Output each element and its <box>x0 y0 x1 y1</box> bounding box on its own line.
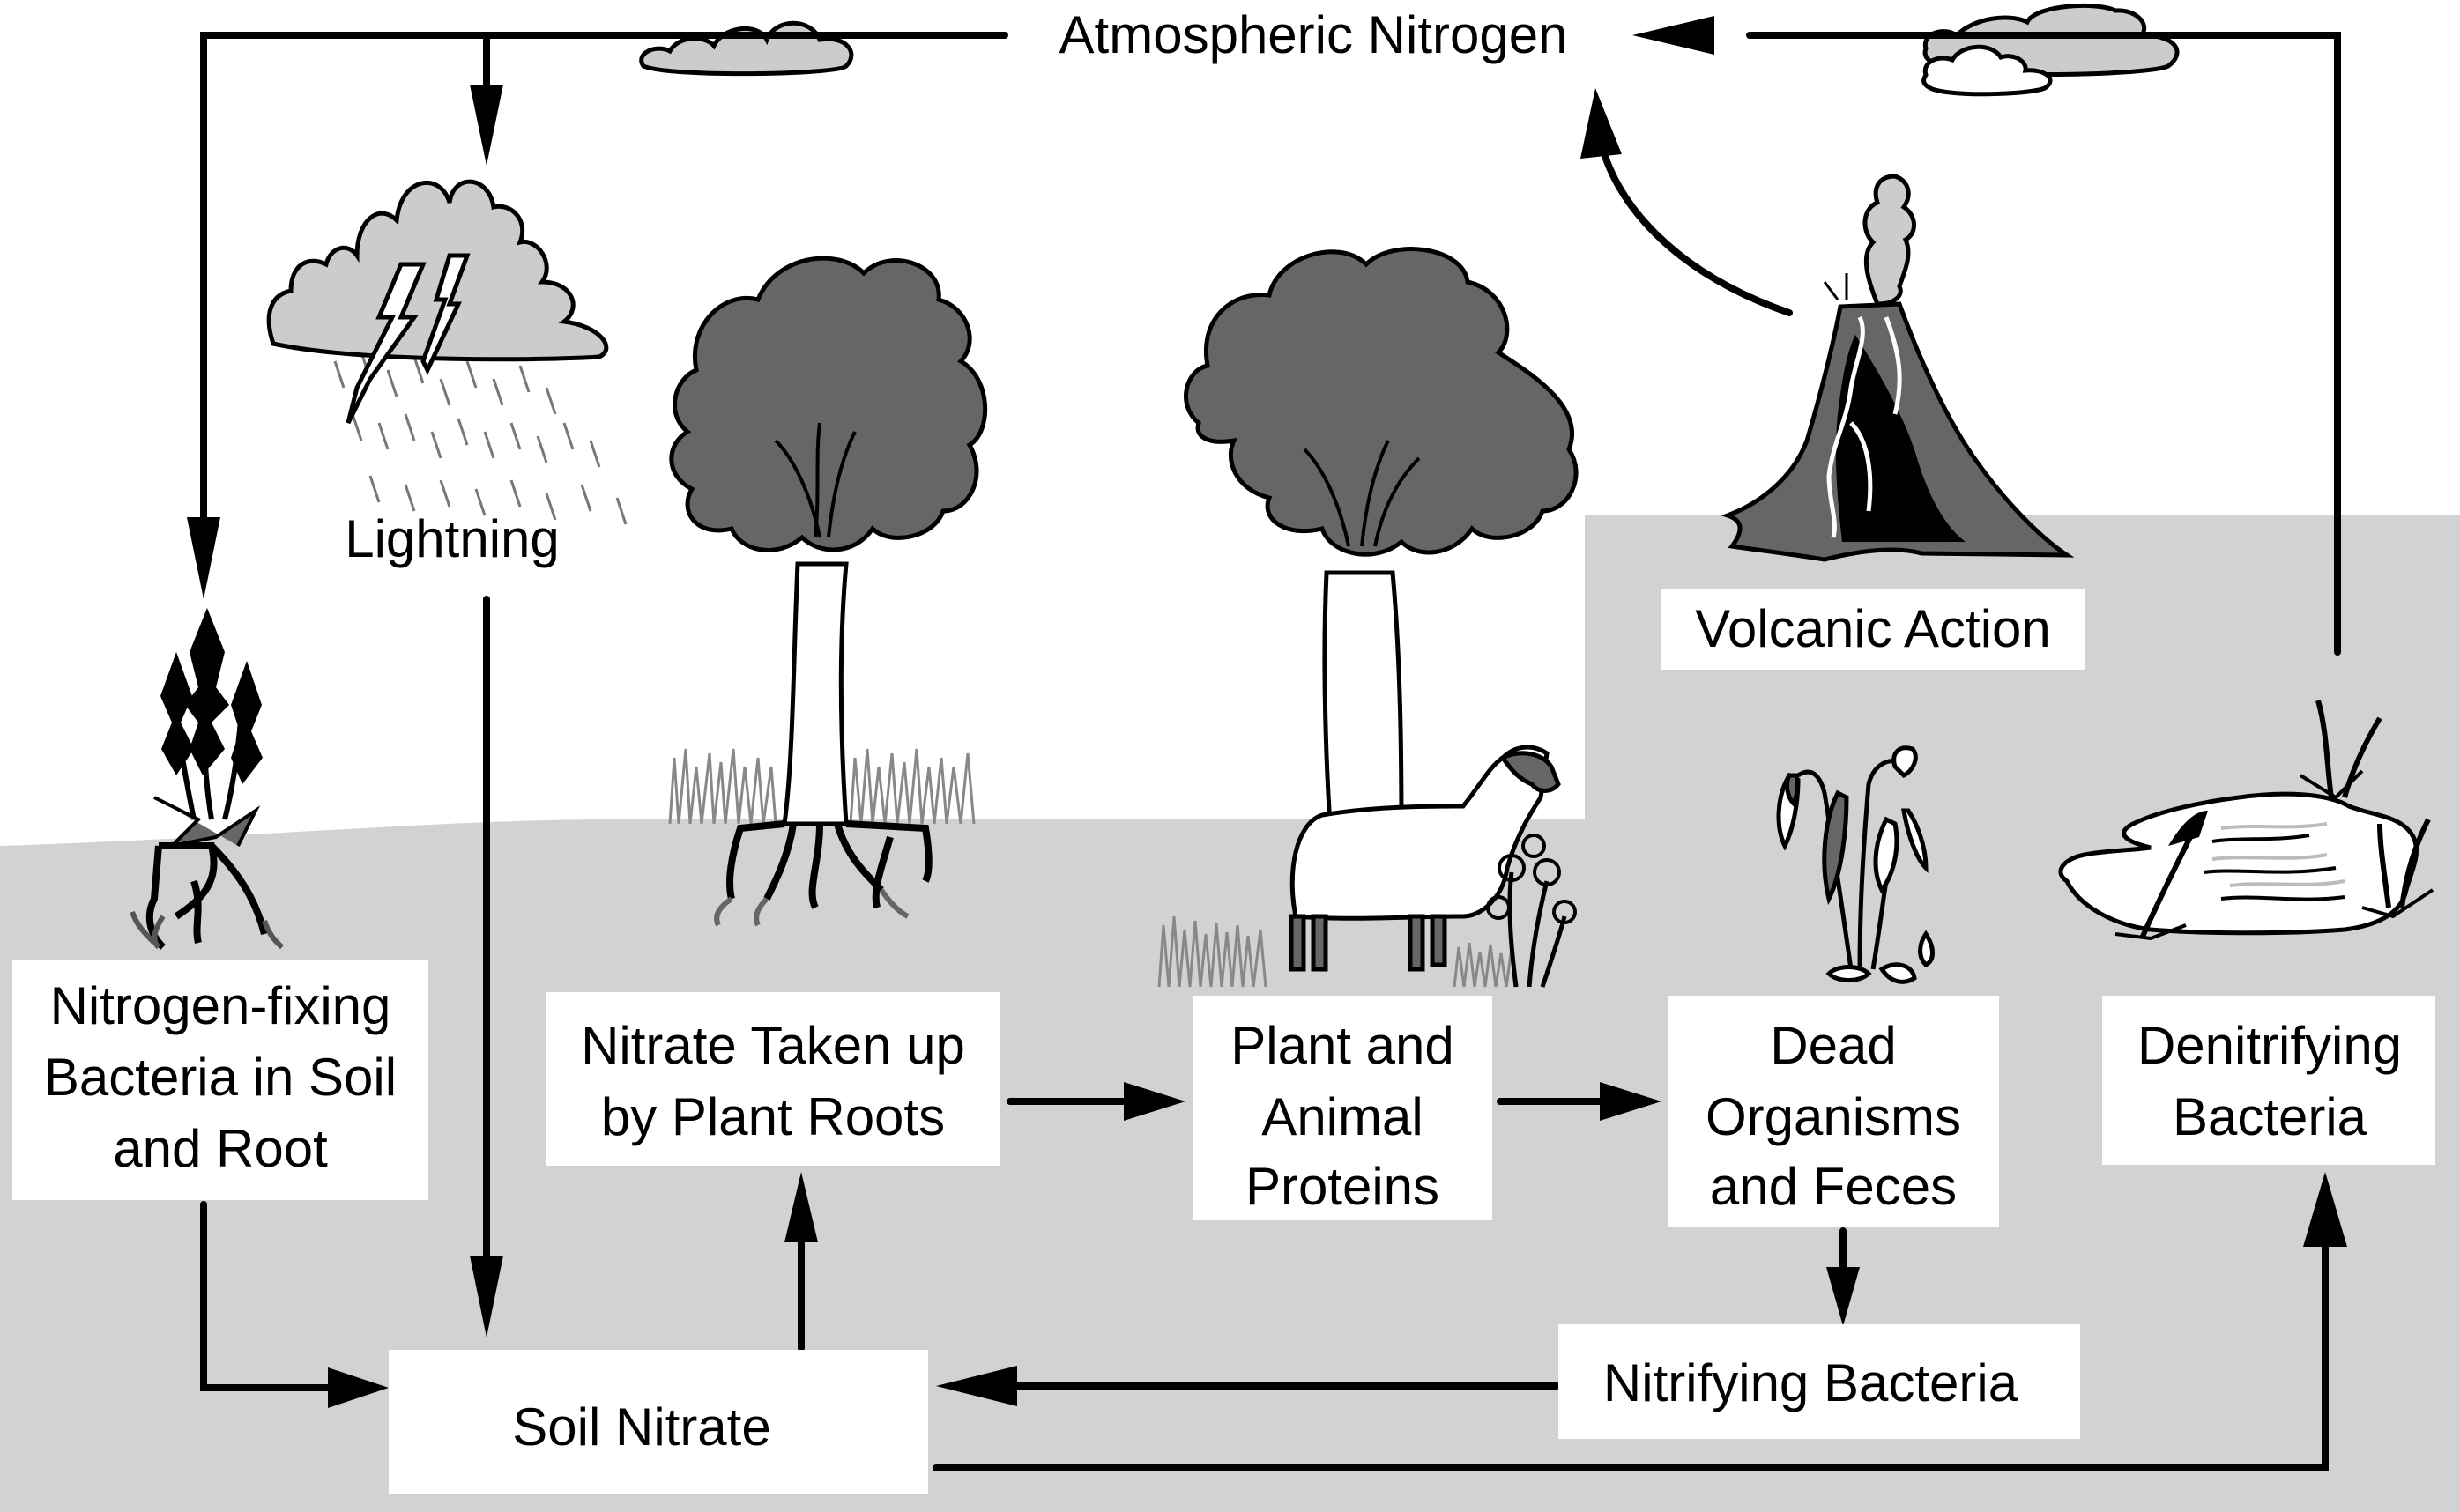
dead-organisms-label-line1: Dead <box>1770 1016 1896 1075</box>
node-plant-animal-proteins: Plant and Animal Proteins <box>1193 996 1492 1220</box>
arrowhead-up-icon <box>1580 88 1622 159</box>
connector-soil-denitrifying <box>933 1239 2329 1471</box>
dead-organisms-label-line3: and Feces <box>1710 1157 1957 1216</box>
wilted-plant-icon <box>1776 745 1935 984</box>
flower-icon <box>1486 834 1577 988</box>
arrowhead-left-icon <box>936 1366 1017 1406</box>
storm-cloud-icon <box>266 179 628 525</box>
soil-nitrate-label: Soil Nitrate <box>512 1397 770 1456</box>
connector-atmos-left <box>200 32 1008 532</box>
volcano-icon <box>1721 174 2075 562</box>
volcanic-action-label: Volcanic Action <box>1695 599 2051 658</box>
tree-icon <box>668 256 988 927</box>
lightning-label: Lightning <box>345 509 560 568</box>
arrowhead-left-icon <box>1632 16 1714 55</box>
proteins-label-line3: Proteins <box>1245 1157 1439 1216</box>
arrowhead-down-icon <box>470 1256 503 1338</box>
proteins-label-line2: Animal <box>1261 1087 1423 1146</box>
arrowhead-right-icon <box>1124 1082 1185 1121</box>
nitrate-uptake-label-line1: Nitrate Taken up <box>581 1016 965 1075</box>
sheep-icon <box>1289 745 1561 972</box>
node-soil-nitrate: Soil Nitrate <box>389 1350 928 1494</box>
nitrifying-label: Nitrifying Bacteria <box>1603 1353 2018 1412</box>
connector-fixing-soil <box>200 1201 338 1391</box>
pond-icon <box>2058 700 2434 941</box>
nitrogen-fixing-label-line1: Nitrogen-fixing <box>50 976 391 1035</box>
node-nitrifying: Nitrifying Bacteria <box>1558 1324 2080 1439</box>
nitrogen-fixing-label-line2: Bacteria in Soil <box>44 1048 397 1107</box>
denitrifying-label-line1: Denitrifying <box>2137 1016 2402 1075</box>
nitrate-uptake-label-line2: by Plant Roots <box>601 1087 945 1146</box>
arrowhead-up-icon <box>2303 1172 2347 1247</box>
node-dead-organisms: Dead Organisms and Feces <box>1668 996 1999 1227</box>
tree-icon <box>1184 247 1579 840</box>
node-volcanic-action: Volcanic Action <box>1661 589 2085 670</box>
node-atmospheric-nitrogen: Atmospheric Nitrogen <box>1059 5 1568 64</box>
cloud-icon <box>639 20 854 77</box>
arrowhead-right-icon <box>1600 1082 1661 1121</box>
connector-volcano-atmos <box>1596 133 1793 316</box>
arrowhead-down-icon <box>470 85 503 166</box>
node-nitrate-uptake: Nitrate Taken up by Plant Roots <box>546 992 1000 1166</box>
node-lightning: Lightning <box>345 509 560 568</box>
arrowhead-down-icon <box>187 517 220 599</box>
atmospheric-nitrogen-label: Atmospheric Nitrogen <box>1059 5 1568 64</box>
grass-icon <box>1157 915 1519 988</box>
connector-denitrifying-atmos <box>1746 32 2341 656</box>
dead-organisms-label-line2: Organisms <box>1706 1087 1961 1146</box>
cloud-icon <box>1921 3 2180 97</box>
node-denitrifying: Denitrifying Bacteria <box>2102 996 2435 1165</box>
arrowhead-up-icon <box>784 1172 818 1242</box>
arrowhead-right-icon <box>328 1367 389 1408</box>
denitrifying-label-line2: Bacteria <box>2173 1087 2367 1146</box>
arrowhead-down-icon <box>1826 1267 1860 1326</box>
node-nitrogen-fixing: Nitrogen-fixing Bacteria in Soil and Roo… <box>12 960 428 1200</box>
legume-plant-icon <box>130 608 284 950</box>
nitrogen-fixing-label-line3: and Root <box>113 1119 328 1178</box>
proteins-label-line1: Plant and <box>1230 1016 1454 1075</box>
